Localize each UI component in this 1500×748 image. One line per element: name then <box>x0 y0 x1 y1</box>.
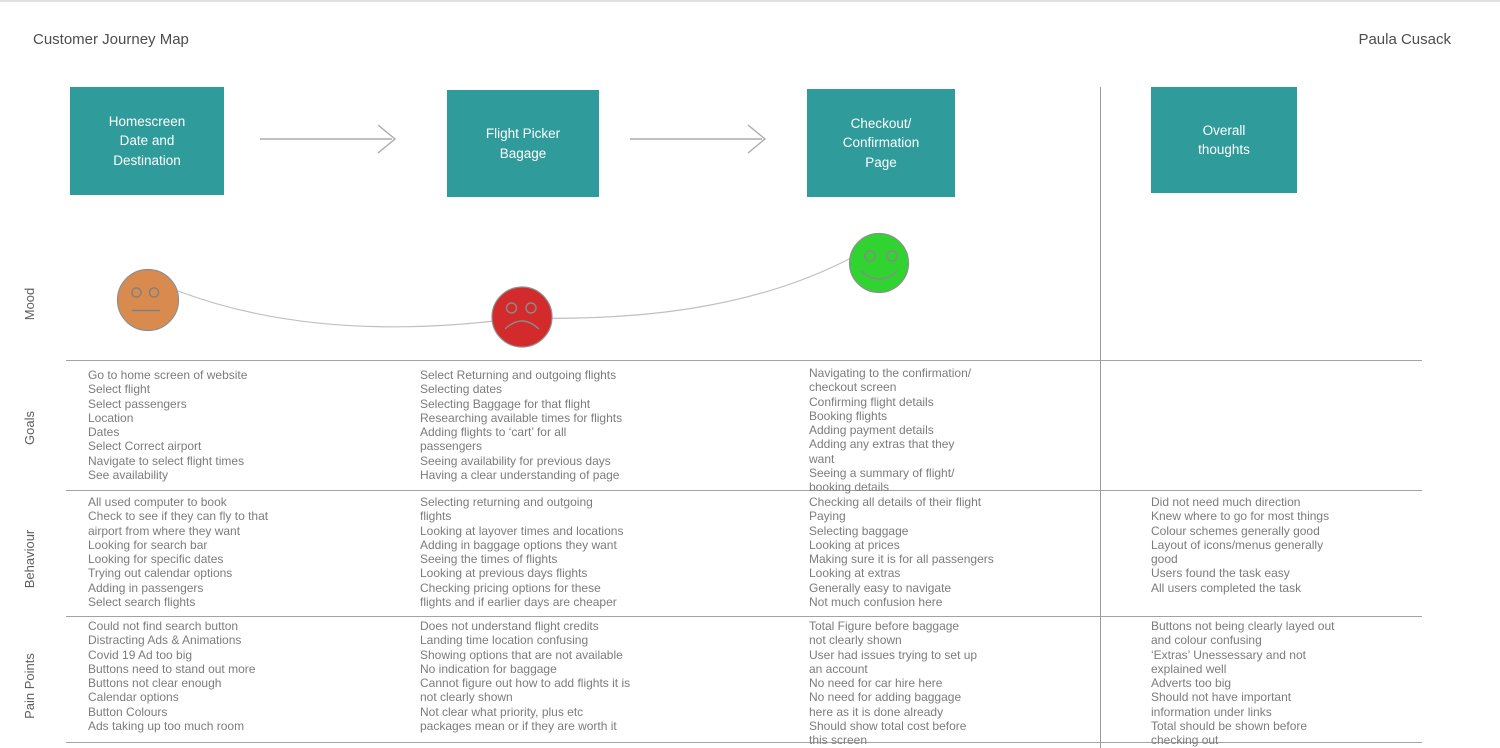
stage-box-homescreen: Homescreen Date and Destination <box>70 87 224 195</box>
page-title: Customer Journey Map <box>33 31 189 48</box>
pain-points-cell-overall: Buttons not being clearly layed out and … <box>1151 619 1335 748</box>
row-label-pain-points: Pain Points <box>22 653 37 719</box>
stage-title: Homescreen Date and Destination <box>108 114 186 168</box>
row-separator <box>66 360 1422 361</box>
behaviour-cell-overall: Did not need much direction Knew where t… <box>1151 495 1330 595</box>
sad-face-icon <box>491 286 553 348</box>
row-separator <box>66 616 1422 617</box>
behaviour-cell-checkout: Checking all details of their flight Pay… <box>809 495 994 610</box>
row-separator <box>66 742 1422 743</box>
row-label-behaviour: Behaviour <box>22 529 37 589</box>
stage-box-overall: Overall thoughts <box>1151 87 1297 193</box>
goals-cell-homescreen: Go to home screen of website Select flig… <box>88 368 248 483</box>
goals-cell-checkout: Navigating to the confirmation/ checkout… <box>809 366 972 495</box>
happy-face-icon <box>848 232 910 294</box>
stage-title: Flight Picker Bagage <box>485 126 561 161</box>
stage-title: Checkout/ Confirmation Page <box>842 116 920 170</box>
neutral-face-icon <box>116 268 180 332</box>
row-label-goals: Goals <box>22 411 37 445</box>
arrow-right-icon <box>630 124 767 154</box>
row-separator <box>66 490 1422 491</box>
behaviour-cell-flight-picker: Selecting returning and outgoing flights… <box>420 495 624 610</box>
stage-title: Overall thoughts <box>1198 122 1250 157</box>
row-label-mood: Mood <box>22 287 37 321</box>
stage-box-checkout: Checkout/ Confirmation Page <box>807 89 955 197</box>
author-name: Paula Cusack <box>1358 31 1451 48</box>
pain-points-cell-flight-picker: Does not understand flight credits Landi… <box>420 619 631 734</box>
stage-box-flight-picker: Flight Picker Bagage <box>447 90 599 197</box>
column-separator <box>1100 87 1101 748</box>
goals-cell-flight-picker: Select Returning and outgoing flights Se… <box>420 368 623 483</box>
behaviour-cell-homescreen: All used computer to book Check to see i… <box>88 495 269 610</box>
pain-points-cell-homescreen: Could not find search button Distracting… <box>88 619 256 734</box>
pain-points-cell-checkout: Total Figure before baggage not clearly … <box>809 619 978 748</box>
arrow-right-icon <box>260 124 397 154</box>
